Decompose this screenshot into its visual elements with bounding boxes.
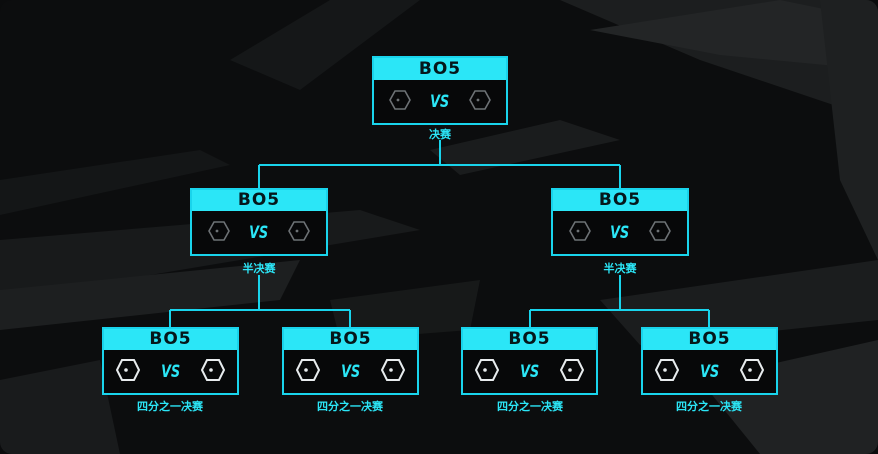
team-hexagon-icon [474, 358, 499, 385]
team-hexagon-icon [201, 358, 226, 385]
team-hexagon-icon [740, 358, 765, 385]
match-format-header: BO5 [643, 329, 776, 350]
match-format-header: BO5 [284, 329, 417, 350]
team-hexagon-icon [287, 220, 310, 245]
team-hexagon-icon [569, 220, 592, 245]
quarterfinal-match-card[interactable]: BO5 VS [102, 327, 239, 395]
vs-label: VS [519, 361, 540, 382]
team-hexagon-icon [389, 89, 412, 114]
quarterfinal-match-card[interactable]: BO5 VS [282, 327, 419, 395]
team-hexagon-icon [295, 358, 320, 385]
match-format-header: BO5 [374, 58, 506, 80]
round-label-final: 决赛 [429, 128, 451, 141]
round-label-semifinal: 半决赛 [242, 262, 276, 275]
match-format-header: BO5 [104, 329, 237, 350]
vs-label: VS [160, 361, 181, 382]
round-label-semifinal: 半决赛 [603, 262, 637, 275]
team-hexagon-icon [560, 358, 585, 385]
quarterfinal-match-card[interactable]: BO5 VS [461, 327, 598, 395]
match-format-header: BO5 [553, 190, 687, 211]
vs-label: VS [430, 91, 450, 112]
vs-label: VS [249, 222, 269, 243]
team-hexagon-icon [381, 358, 406, 385]
round-label-quarterfinal: 四分之一决赛 [497, 400, 563, 413]
vs-label: VS [610, 222, 630, 243]
round-label-quarterfinal: 四分之一决赛 [317, 400, 383, 413]
team-hexagon-icon [654, 358, 679, 385]
team-hexagon-icon [115, 358, 140, 385]
vs-label: VS [340, 361, 361, 382]
team-hexagon-icon [208, 220, 231, 245]
team-hexagon-icon [648, 220, 671, 245]
vs-label: VS [699, 361, 720, 382]
quarterfinal-match-card[interactable]: BO5 VS [641, 327, 778, 395]
semifinal-match-card[interactable]: BO5 VS [190, 188, 328, 256]
match-format-header: BO5 [192, 190, 326, 211]
round-label-quarterfinal: 四分之一决赛 [137, 400, 203, 413]
round-label-quarterfinal: 四分之一决赛 [676, 400, 742, 413]
team-hexagon-icon [468, 89, 491, 114]
match-format-header: BO5 [463, 329, 596, 350]
final-match-card[interactable]: BO5 VS [372, 56, 508, 125]
semifinal-match-card[interactable]: BO5 VS [551, 188, 689, 256]
